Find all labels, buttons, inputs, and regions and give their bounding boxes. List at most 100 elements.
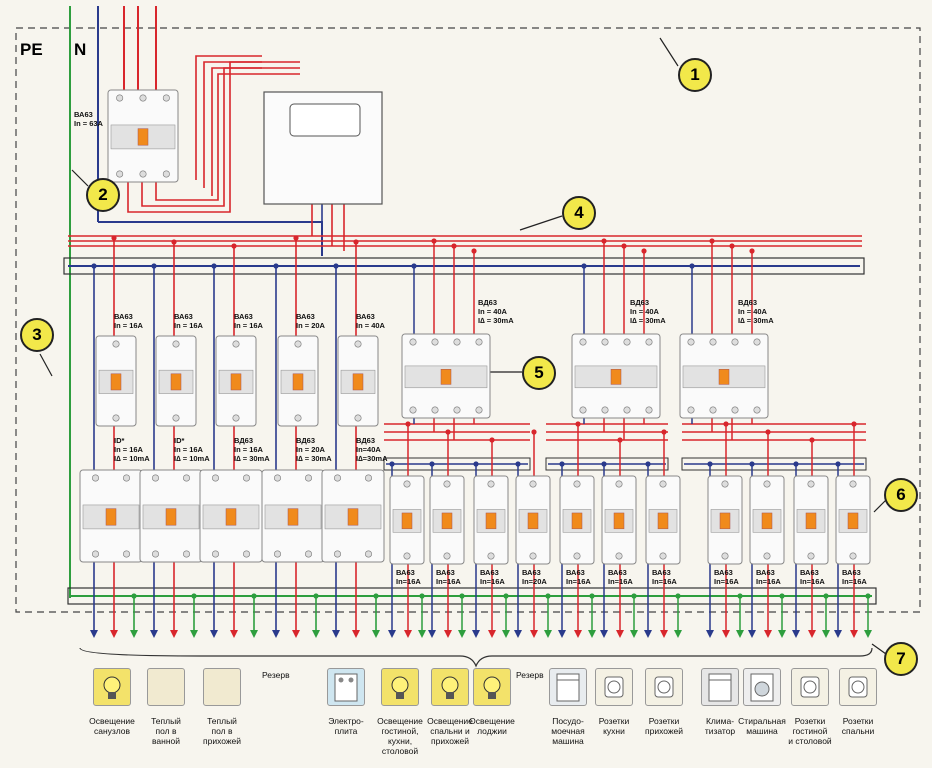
socket-icon: [791, 668, 829, 706]
terminal-screw: [403, 552, 411, 560]
junction-dot: [601, 461, 607, 467]
terminal-screw: [709, 338, 717, 346]
terminal-screw: [615, 552, 623, 560]
terminal-screw: [763, 480, 771, 488]
breaker-lever: [165, 508, 177, 526]
junction-dot: [171, 239, 177, 245]
arrow-head: [404, 630, 412, 638]
callout-5: 5: [522, 356, 556, 390]
terminal-screw: [183, 474, 191, 482]
branch-breaker: [559, 475, 595, 565]
branch-breaker: [793, 475, 829, 565]
row1-breaker-label: ВА63 In = 16A: [174, 312, 203, 330]
junction-dot: [545, 593, 551, 599]
arrow-head: [514, 630, 522, 638]
terminal-screw: [123, 550, 131, 558]
terminal-screw: [232, 340, 240, 348]
junction-dot: [793, 461, 799, 467]
terminal-screw: [849, 552, 857, 560]
terminal-screw: [731, 406, 739, 414]
arrow-head: [418, 630, 426, 638]
terminal-screw: [162, 94, 170, 102]
callout-2: 2: [86, 178, 120, 212]
terminal-screw: [453, 406, 461, 414]
junction-dot: [851, 421, 857, 427]
branch-breaker-label: ВА63 In=16A: [566, 568, 591, 586]
callout-6-leader: [873, 499, 887, 513]
terminal-screw: [579, 406, 587, 414]
terminal-screw: [753, 338, 761, 346]
arrow-head: [352, 630, 360, 638]
arrow-head: [850, 630, 858, 638]
stove-icon: [327, 668, 365, 706]
branch-breaker-label: ВА63 In=20A: [522, 568, 547, 586]
breaker-lever: [761, 512, 773, 530]
sub-neutral-frame: [545, 457, 669, 471]
arrow-head: [444, 630, 452, 638]
terminal-screw: [807, 480, 815, 488]
junction-dot: [661, 429, 667, 435]
terminal-screw: [721, 480, 729, 488]
junction-dot: [411, 263, 417, 269]
pe-busbar-frame: [67, 587, 877, 605]
terminal-screw: [354, 340, 362, 348]
breaker-lever: [225, 508, 237, 526]
callout-6: 6: [884, 478, 918, 512]
breaker-lever: [805, 512, 817, 530]
arrow-head: [778, 630, 786, 638]
arrow-head: [722, 630, 730, 638]
terminal-screw: [232, 414, 240, 422]
terminal-screw: [152, 474, 160, 482]
branch-breaker-label: ВА63 In=16A: [714, 568, 739, 586]
washer-icon: [743, 668, 781, 706]
callout-7: 7: [884, 642, 918, 676]
breaker-lever: [287, 508, 299, 526]
breaker-lever: [571, 512, 583, 530]
junction-dot: [373, 593, 379, 599]
arrow-head: [544, 630, 552, 638]
socket-icon: [839, 668, 877, 706]
arrow-head: [90, 630, 98, 638]
bulb-icon: [93, 668, 131, 706]
junction-dot: [91, 263, 97, 269]
terminal-screw: [487, 552, 495, 560]
terminal-screw: [304, 474, 312, 482]
terminal-screw: [304, 550, 312, 558]
junction-dot: [333, 263, 339, 269]
terminal-screw: [645, 338, 653, 346]
branch-breaker-label: ВА63 In=16A: [652, 568, 677, 586]
terminal-screw: [273, 550, 281, 558]
branch-breaker: [473, 475, 509, 565]
terminal-screw: [475, 406, 483, 414]
junction-dot: [211, 263, 217, 269]
terminal-screw: [409, 338, 417, 346]
arrow-head: [332, 630, 340, 638]
bulb-icon: [473, 668, 511, 706]
terminal-screw: [849, 480, 857, 488]
terminal-screw: [753, 406, 761, 414]
arrow-head: [210, 630, 218, 638]
row1-breaker-label: ВА63 In = 16A: [234, 312, 263, 330]
row2-device: [79, 469, 143, 563]
branch-breaker-label: ВА63 In=16A: [800, 568, 825, 586]
terminal-screw: [623, 338, 631, 346]
phase-loop-wire: [203, 61, 262, 188]
row1-breaker: [337, 335, 379, 427]
terminal-screw: [601, 406, 609, 414]
row2-device-label: ВД63 In=40A I∆=30mA: [356, 436, 388, 463]
junction-dot: [429, 461, 435, 467]
load-caption: Освещение спальни и прихожей: [427, 716, 473, 746]
rcd-label: ВД63 In = 40A I∆ = 30mA: [738, 298, 774, 325]
branch-breaker: [389, 475, 425, 565]
junction-dot: [251, 593, 257, 599]
load-caption: Освещение санузлов: [89, 716, 135, 736]
breaker-lever: [613, 512, 625, 530]
arrow-head: [502, 630, 510, 638]
callout-3: 3: [20, 318, 54, 352]
terminal-screw: [529, 552, 537, 560]
terminal-screw: [721, 552, 729, 560]
row1-breaker: [95, 335, 137, 427]
junction-dot: [809, 437, 815, 443]
breaker-lever: [230, 373, 242, 391]
branch-breaker: [601, 475, 637, 565]
